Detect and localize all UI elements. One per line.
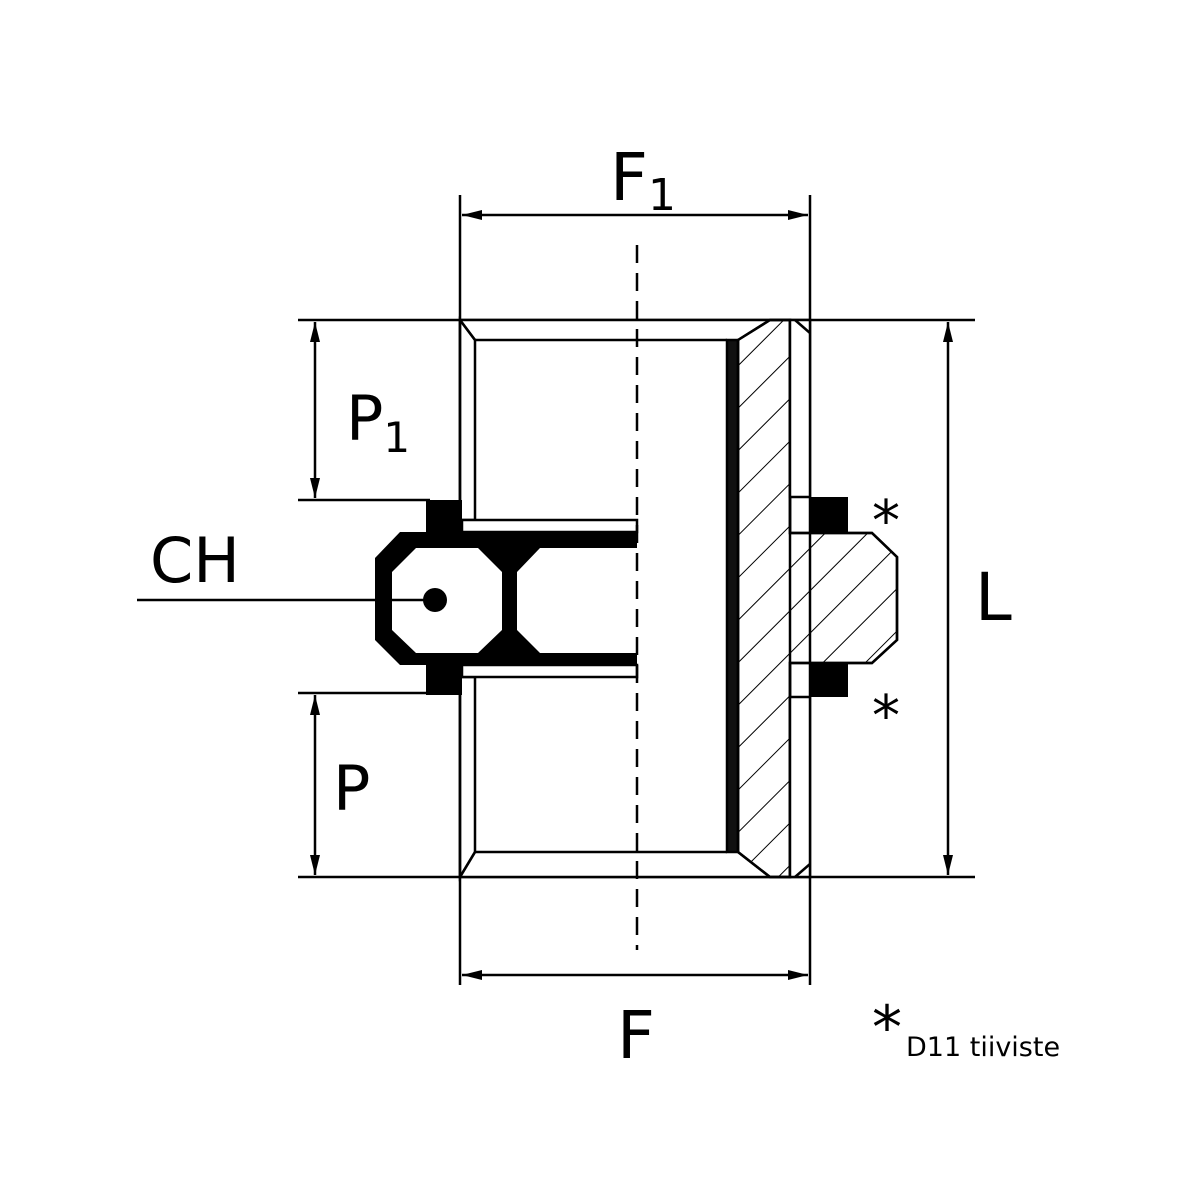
- hex-octagon: [392, 548, 502, 653]
- footnote-mark: *: [872, 993, 902, 1063]
- label-p: P: [333, 752, 370, 825]
- seal-mark-bottom: *: [872, 684, 900, 749]
- label-f1: F1: [610, 139, 676, 221]
- label-f: F: [617, 997, 655, 1074]
- label-p1: P1: [346, 382, 410, 462]
- seal-left-bottom: [426, 665, 462, 695]
- footnote-text: D11 tiiviste: [906, 1032, 1060, 1063]
- seal-right-top: [810, 497, 848, 533]
- label-l: L: [975, 559, 1012, 636]
- hatched-section: [736, 318, 899, 879]
- hex-branch: [375, 518, 639, 679]
- seal-mark-top: *: [872, 489, 900, 554]
- seal-right-bottom: [810, 663, 848, 697]
- seals: [426, 497, 848, 697]
- seal-left-top: [426, 500, 462, 532]
- label-ch: CH: [150, 524, 240, 597]
- inner-band: [725, 338, 740, 854]
- center-point: [423, 588, 447, 612]
- dimension-lines: [310, 210, 953, 980]
